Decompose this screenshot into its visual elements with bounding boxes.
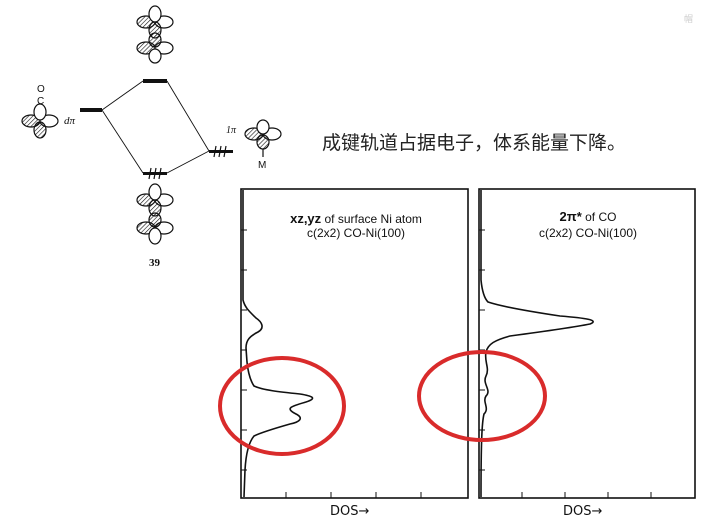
watermark-text: 帽 — [684, 14, 694, 24]
panel-1-ticks — [241, 229, 422, 498]
bonding-level — [143, 167, 167, 180]
figure-number: 39 — [149, 257, 160, 269]
panel-1-dos-curve — [242, 190, 314, 498]
ligand-atom-o: O — [37, 84, 45, 95]
antibonding-level — [143, 79, 167, 83]
panel-2-frame — [478, 188, 696, 499]
panel-1-title-bold: xz,yz — [290, 211, 322, 226]
panel-1-title-rest: of surface Ni atom — [321, 212, 422, 226]
panel-2-subtitle: c(2x2) CO-Ni(100) — [538, 226, 637, 240]
panel-1-frame — [240, 188, 469, 499]
panel-1-xlabel: DOS→ — [330, 504, 370, 519]
one-pi-label: 1π — [226, 125, 237, 136]
caption-text: 成键轨道占据电子，体系能量下降。 — [322, 132, 627, 154]
panel-2-title-bold: 2π* — [559, 209, 582, 224]
one-pi-level — [209, 145, 233, 158]
d-pi-orbital-icon — [21, 103, 59, 139]
metal-label: M — [258, 160, 267, 171]
panel-1-title: xz,yz of surface Ni atom — [247, 211, 465, 227]
dos-panel-1 — [240, 188, 469, 499]
panel-2-ticks — [479, 229, 652, 498]
panel-2-xlabel: DOS→ — [563, 504, 603, 519]
dos-panel-2 — [478, 188, 696, 499]
highlight-circle-2 — [417, 350, 547, 442]
panel-2-title: 2π* of CO — [484, 209, 692, 225]
ligand-atom-c: C — [37, 96, 45, 107]
d-pi-label: dπ — [64, 115, 76, 127]
panel-2-dos-curve — [480, 190, 594, 498]
antibonding-orbital-icon — [136, 5, 174, 64]
bonding-orbital-icon — [136, 183, 174, 245]
one-pi-orbital-icon — [244, 119, 282, 157]
d-pi-level — [80, 108, 102, 112]
panel-2-title-rest: of CO — [581, 210, 617, 224]
highlight-circle-1 — [218, 356, 346, 456]
panel-1-subtitle: c(2x2) CO-Ni(100) — [306, 226, 405, 240]
correlation-lines — [101, 80, 210, 174]
